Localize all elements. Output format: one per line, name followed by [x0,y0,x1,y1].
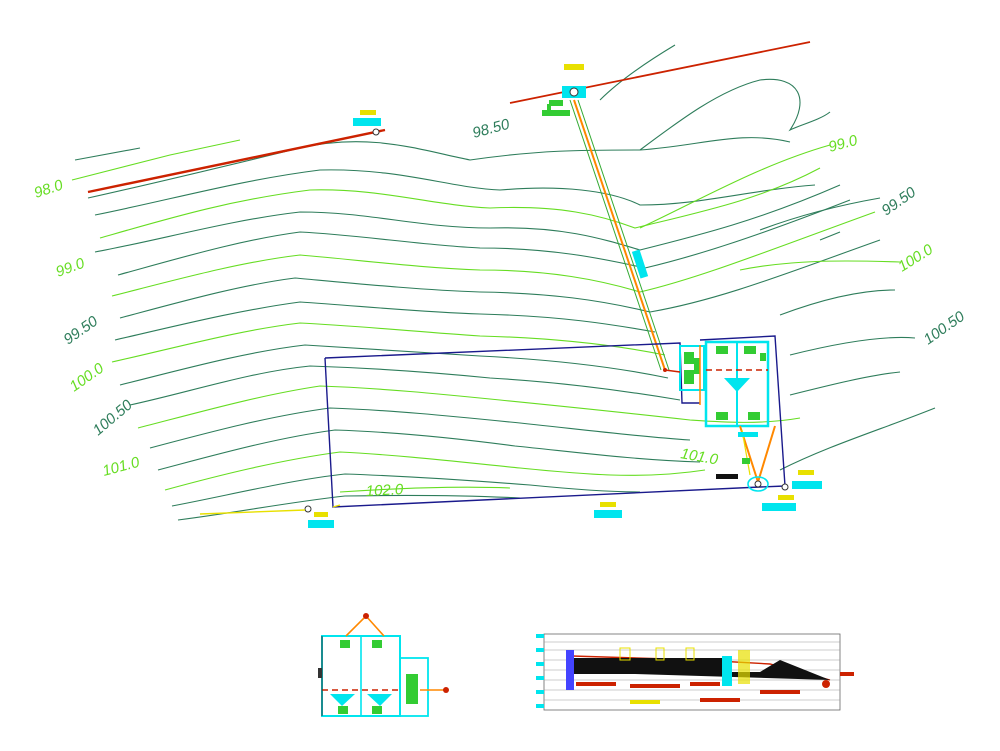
marker-label [353,110,381,126]
contour-lines [71,137,881,521]
contour-line [779,289,896,316]
marker-label [594,502,622,518]
contour-label: 102.0 [365,481,404,500]
contour-line [71,139,241,181]
contour-line [149,407,691,449]
top-node [542,64,586,116]
contour-line [739,260,901,271]
contour-line [639,144,831,229]
road-line [87,128,386,194]
contour-line [599,44,676,101]
contour-line [759,197,881,231]
contour-line [119,344,669,386]
contour-label: 101.0 [101,454,142,480]
contour-line [74,147,141,161]
contour-line [339,486,511,493]
detail-profile [536,633,854,711]
detail-floor-plan [318,613,449,717]
contour-label: 99.50 [879,183,920,219]
contour-line [94,184,841,253]
marker-label [792,470,822,489]
pipe-label [631,249,649,279]
contour-line [94,169,816,216]
contour-line [639,78,831,151]
pipe-line [569,99,670,371]
contour-label: 100.0 [67,359,108,395]
contour-line [114,301,656,341]
yellow-line [332,504,341,508]
contour-label: 100.50 [90,396,137,439]
contour-line [819,231,841,241]
contour-line [119,239,881,319]
contour-line [129,365,681,406]
contour-line [87,137,791,199]
contour-label: 100.50 [921,308,969,349]
contour-line [111,211,876,297]
contour-line [171,473,641,507]
marker-label [762,495,796,511]
contour-line [157,429,701,471]
contour-line [779,407,936,471]
contour-label: 98.50 [471,116,512,142]
contour-line [99,167,821,239]
contour-label: 99.0 [54,255,88,281]
contour-line [111,322,666,363]
contour-line [789,336,916,356]
marker-label [308,512,334,528]
building-plan [663,340,776,492]
contour-lines-right [599,44,936,471]
contour-label: 98.0 [32,176,66,201]
yellow-line [199,509,306,515]
contour-label: 100.0 [895,241,936,276]
node-marker [372,128,380,136]
contour-line [789,371,901,396]
contour-line [117,199,851,276]
contour-line [177,494,521,521]
contour-line [164,451,706,491]
contour-label: 99.50 [61,312,102,348]
road-line [509,41,811,104]
roads [87,41,811,194]
marker-labels [308,110,822,528]
contour-label: 101.0 [679,445,720,468]
contour-label: 99.0 [827,132,860,156]
